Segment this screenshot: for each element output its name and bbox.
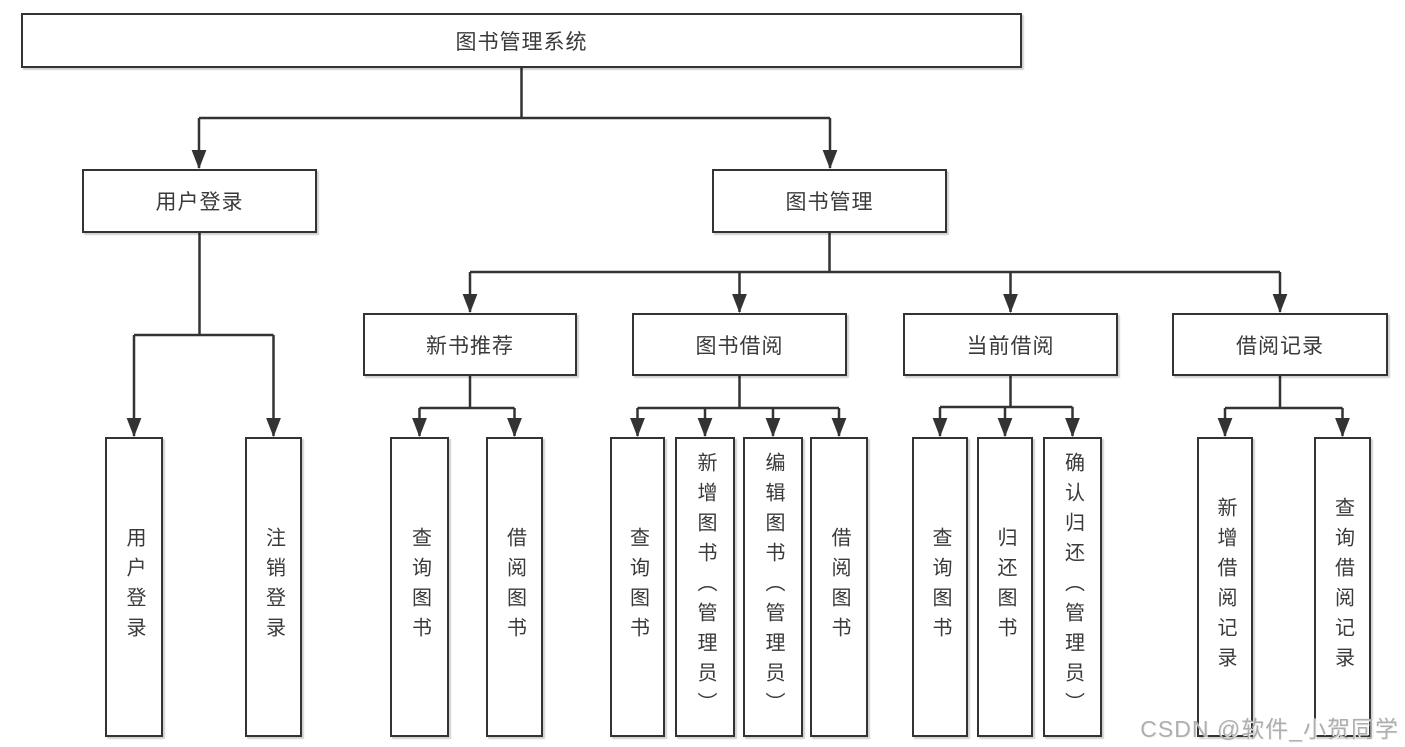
leaf-borrow-books-recommend: 借阅图书 [486, 437, 543, 737]
leaf-add-borrow-record-label: 新增借阅记录 [1214, 497, 1236, 677]
leaf-add-borrow-record: 新增借阅记录 [1197, 437, 1253, 737]
leaf-borrow-books: 借阅图书 [810, 437, 868, 737]
leaf-query-borrow-record-label: 查询借阅记录 [1331, 497, 1354, 677]
leaf-add-books-admin-label: 新增图书（管理员） [694, 452, 716, 722]
leaf-query-borrow-record: 查询借阅记录 [1314, 437, 1371, 737]
leaf-add-books-admin: 新增图书（管理员） [675, 437, 735, 737]
node-user-login: 用户登录 [82, 169, 317, 233]
leaf-edit-books-admin-label: 编辑图书（管理员） [762, 452, 784, 722]
node-book-management: 图书管理 [712, 169, 947, 233]
leaf-query-books-recommend-label: 查询图书 [408, 527, 431, 647]
csdn-watermark: CSDN @软件_小贺同学 [1140, 716, 1399, 742]
leaf-user-login-label: 用户登录 [123, 527, 145, 647]
leaf-confirm-return-admin: 确认归还（管理员） [1043, 437, 1102, 737]
leaf-edit-books-admin: 编辑图书（管理员） [743, 437, 803, 737]
node-book-borrowing: 图书借阅 [632, 313, 847, 376]
leaf-query-books-borrowing-label: 查询图书 [626, 527, 649, 647]
leaf-logout: 注销登录 [245, 437, 302, 737]
leaf-query-books-recommend: 查询图书 [390, 437, 449, 737]
node-library-management-system: 图书管理系统 [21, 13, 1022, 68]
leaf-logout-label: 注销登录 [262, 527, 285, 647]
leaf-borrow-books-recommend-label: 借阅图书 [503, 527, 526, 647]
leaf-user-login: 用户登录 [105, 437, 163, 737]
leaf-query-books-current-label: 查询图书 [929, 527, 951, 647]
leaf-return-books: 归还图书 [977, 437, 1033, 737]
leaf-borrow-books-label: 借阅图书 [828, 527, 850, 647]
node-new-book-recommend: 新书推荐 [363, 313, 577, 376]
leaf-query-books-borrowing: 查询图书 [610, 437, 665, 737]
node-current-borrowing: 当前借阅 [903, 313, 1118, 376]
node-borrowing-records: 借阅记录 [1172, 313, 1388, 376]
leaf-query-books-current: 查询图书 [912, 437, 968, 737]
leaf-return-books-label: 归还图书 [994, 527, 1016, 647]
leaf-confirm-return-admin-label: 确认归还（管理员） [1061, 452, 1084, 722]
